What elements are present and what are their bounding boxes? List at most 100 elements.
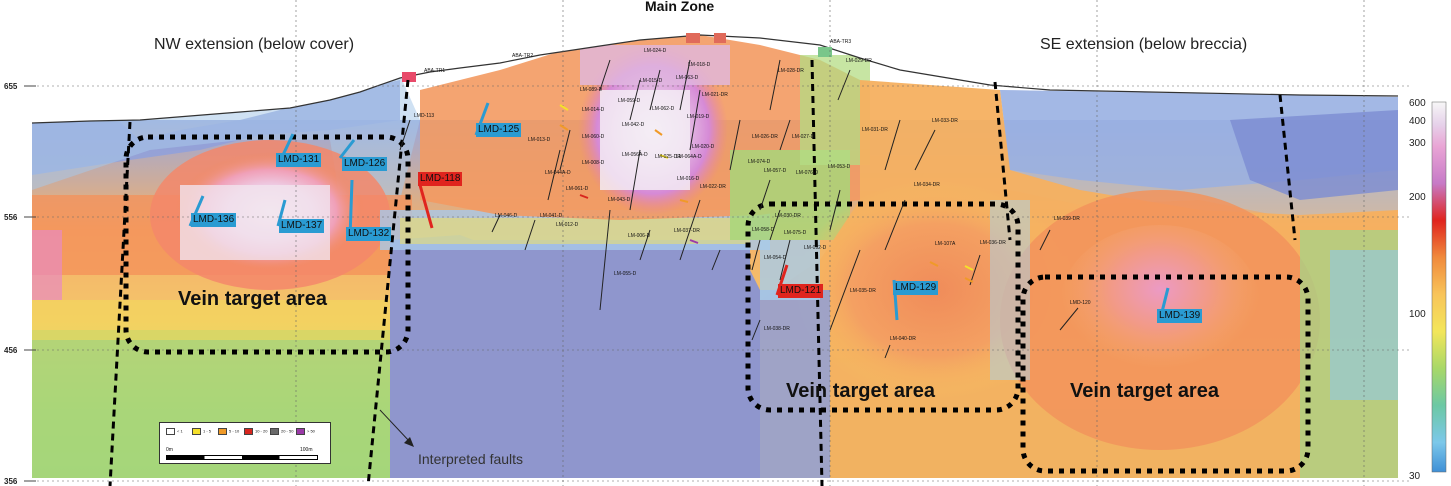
drillhole-label: LM-020-D: [692, 144, 715, 150]
interpreted-faults: [108, 59, 1297, 486]
drillhole-label: LM-074-D: [748, 159, 771, 165]
legend-item: 1 - 5: [192, 428, 211, 435]
fault-label: Interpreted faults: [418, 451, 524, 467]
legend-item: 20 - 50: [270, 428, 293, 435]
hole-label-lmd-129: LMD-129: [893, 281, 939, 295]
drillhole-label: LM-075-D: [784, 230, 807, 236]
hole-label-lmd-136: LMD-136: [191, 213, 237, 227]
legend-box: < 1 1 - 5 5 - 10 10 - 20 20 - 50 > 50 0m…: [159, 422, 331, 464]
drillhole-label: LM-044A-D: [545, 170, 571, 176]
scale-bar: [166, 455, 318, 460]
legend-item: 5 - 10: [218, 428, 239, 435]
drillhole-label: LM-056A-D: [622, 152, 648, 158]
vein-target-label-main: Vein target area: [786, 380, 935, 402]
se-extension-label: SE extension (below breccia): [1040, 36, 1248, 53]
drillhole-label: LM-054-D: [764, 255, 787, 261]
drillhole-label: LM-035-DR: [850, 288, 876, 294]
drillhole-label: LM-033-DR: [932, 118, 958, 124]
vein-target-label-se: Vein target area: [1070, 380, 1219, 402]
drillhole-label: LMD-120: [1070, 300, 1091, 306]
colorbar-tick: 200: [1409, 192, 1426, 203]
colorbar-tick: 30: [1409, 471, 1421, 482]
drillhole-label: LM-038-DR: [764, 326, 790, 332]
drillhole-label: ABA-TR1: [424, 68, 446, 74]
drillhole-label: LM-031-DR: [862, 127, 888, 133]
colorbar-tick: 100: [1409, 309, 1426, 320]
hole-label-lmd-132: LMD-132: [346, 227, 392, 241]
drillhole-label: ABA-TR2: [512, 53, 534, 59]
hole-label-lmd-139: LMD-139: [1157, 309, 1203, 323]
drillhole-label: LM-053-D: [828, 164, 851, 170]
axis-ticks: [24, 85, 36, 482]
intercept-marks: [559, 104, 974, 283]
hole-label-lmd-118: LMD-118: [418, 172, 463, 186]
drillhole-label: LM-046-D: [495, 213, 518, 219]
page-title: Main Zone: [645, 0, 715, 14]
scale-end-label: 100m: [300, 447, 313, 453]
drillhole-label: LM-061-D: [566, 186, 589, 192]
drillhole-label: LM-028-DR: [778, 68, 804, 74]
colorbar-tick: 400: [1409, 116, 1426, 127]
drillhole-label: LM-022-DR: [700, 184, 726, 190]
drillhole-label: LM-064A-D: [676, 154, 702, 160]
drillhole-label: LM-036-DR: [980, 240, 1006, 246]
drillhole-label: LM-059-D: [618, 98, 641, 104]
drillhole-label: LM-014-D: [582, 107, 605, 113]
legend-item: > 50: [296, 428, 315, 435]
hole-label-lmd-126: LMD-126: [342, 157, 388, 171]
colorbar-tick: 300: [1409, 138, 1426, 149]
y-tick-556: 556: [4, 213, 18, 222]
legend-item: 10 - 20: [244, 428, 267, 435]
drillhole-label: LM-019-D: [687, 114, 710, 120]
hole-label-lmd-121: LMD-121: [778, 284, 824, 298]
drillhole-label: LM-039-DR: [1054, 216, 1080, 222]
grid-lines: [32, 0, 1410, 486]
drillhole-label: ABA-TR3: [830, 39, 852, 45]
colorbar-tick: 600: [1409, 98, 1426, 109]
drillhole-traces: [399, 59, 1079, 359]
drillhole-label: LM-055-D: [614, 271, 637, 277]
drillhole-label: LM-037-DR: [674, 228, 700, 234]
fault-arrow: [379, 409, 411, 443]
drillhole-label: LMD-113: [414, 113, 435, 119]
drillhole-label: LM-076-D: [796, 170, 819, 176]
drillhole-label: LM-013-D: [528, 137, 551, 143]
vein-target-label-nw: Vein target area: [178, 288, 327, 310]
nw-extension-label: NW extension (below cover): [154, 36, 355, 53]
drillhole-label: LM-041-D: [540, 213, 563, 219]
drillhole-label: LM-107A: [935, 241, 956, 247]
hole-label-lmd-131: LMD-131: [276, 153, 322, 167]
drillhole-label: LM-063-D: [676, 75, 699, 81]
drillhole-label: LM-012-D: [556, 222, 579, 228]
colorbar: [1431, 101, 1447, 473]
drillhole-label: LM-042-D: [622, 122, 645, 128]
drillhole-label: LM-040-DR: [890, 336, 916, 342]
hole-label-lmd-125: LMD-125: [476, 123, 522, 137]
drillhole-label: LM-021-DR: [702, 92, 728, 98]
scale-start-label: 0m: [166, 447, 173, 453]
y-tick-456: 456: [4, 346, 18, 355]
drillhole-label: LM-027-D: [792, 134, 815, 140]
drillhole-label: LM-043-D: [608, 197, 631, 203]
y-tick-655: 655: [4, 82, 18, 91]
vein-target-outlines: [123, 134, 1311, 474]
drillhole-label: LM-015-D: [640, 78, 663, 84]
drillhole-label: LM-008-D: [582, 160, 605, 166]
drillhole-label: LM-030-DR: [775, 213, 801, 219]
drillhole-label: LM-016-D: [677, 176, 700, 182]
drillhole-label: LM-060-D: [582, 134, 605, 140]
hole-label-lmd-137: LMD-137: [279, 219, 325, 233]
drillhole-label: LM-057-D: [764, 168, 787, 174]
drillhole-label: LM-058-D: [752, 227, 775, 233]
drillhole-label: LM-062-D: [652, 106, 675, 112]
drillhole-label: LM-029-DR: [846, 58, 872, 64]
drillhole-label: LM-026-DR: [752, 134, 778, 140]
topography-line: [31, 34, 1399, 124]
legend-item: < 1: [166, 428, 183, 435]
drillhole-label: LM-018-D: [688, 62, 711, 68]
drillhole-label: LM-024-D: [644, 48, 667, 54]
drillhole-label: LM-092-D: [804, 245, 827, 251]
drillhole-label: LM-089-D: [580, 87, 603, 93]
y-tick-356: 356: [4, 477, 18, 486]
